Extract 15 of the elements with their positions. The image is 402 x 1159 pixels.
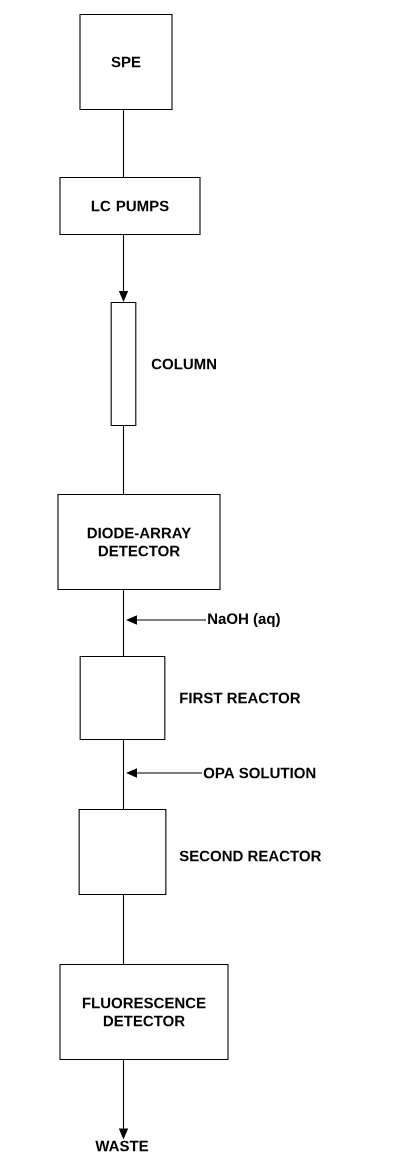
process-box: FLUORESCENCE DETECTOR [59,963,229,1061]
reactor-box [79,655,166,741]
side-label: FIRST REACTOR [180,692,301,704]
process-box: LC PUMPS [59,176,201,236]
column-bar [110,301,137,427]
reactor-box [78,808,167,896]
arrow [126,615,207,625]
flow-label: NaOH (aq) [208,613,280,627]
arrow [126,768,203,778]
side-label: SECOND REACTOR [179,850,322,862]
process-box: SPE [79,13,173,111]
flow-label: WASTE [95,1140,149,1152]
process-box: DIODE-ARRAY DETECTOR [57,493,221,591]
flow-label: OPA SOLUTION [203,767,316,779]
side-label: COLUMN [151,358,216,370]
